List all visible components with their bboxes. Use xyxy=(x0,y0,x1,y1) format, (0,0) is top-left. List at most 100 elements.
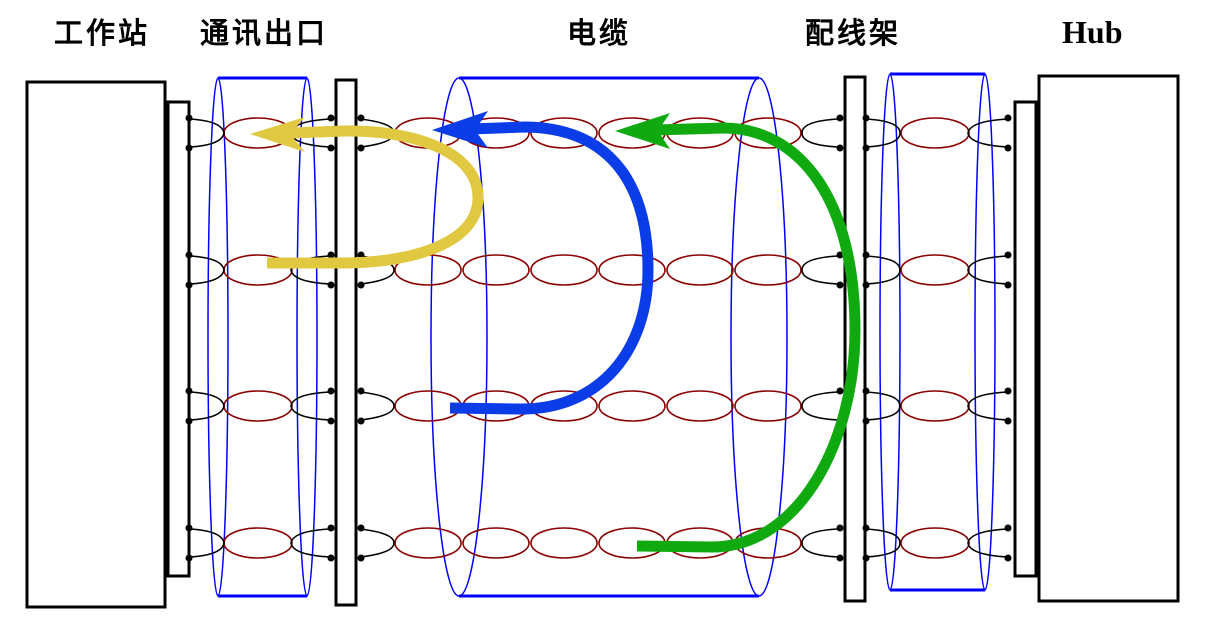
yellow-loopback-arrow-shaft xyxy=(267,125,484,269)
panel-cable-lead xyxy=(801,255,839,285)
terminal-dot xyxy=(862,251,870,259)
outlet-left-lead xyxy=(189,118,225,148)
terminal-dot xyxy=(862,387,870,395)
terminal-dot xyxy=(357,114,365,122)
outlet-cable-lead xyxy=(359,391,395,421)
panel-twisted-pair-loop xyxy=(900,527,970,559)
wire-layer xyxy=(189,117,1009,559)
cable-twisted-pair-loop xyxy=(530,527,598,559)
panel-twisted-pair-loop xyxy=(900,390,970,422)
terminal-dot xyxy=(1004,554,1012,562)
outlet-left-lead xyxy=(189,391,225,421)
outlet-panel xyxy=(334,78,358,607)
label-cable: 电缆 xyxy=(567,16,632,50)
outlet-cable-lead xyxy=(359,528,395,558)
terminal-dot xyxy=(185,387,193,395)
terminal-dot xyxy=(327,144,335,152)
box-layer xyxy=(25,74,1180,609)
terminal-dot xyxy=(836,144,844,152)
label-patch-panel: 配线架 xyxy=(805,16,902,50)
cable-twisted-pair-loop xyxy=(666,254,734,286)
outlet-twisted-pair-loop xyxy=(223,527,293,559)
panel-twisted-pair-loop xyxy=(900,254,970,286)
arrow-layer xyxy=(250,111,861,553)
panel-cable-lead xyxy=(801,528,839,558)
hub-box xyxy=(1037,74,1180,603)
panel-left-lead xyxy=(865,255,901,285)
panel-shield-right-ring xyxy=(974,73,996,591)
outlet-right-lead xyxy=(290,528,331,558)
terminal-dot xyxy=(1004,417,1012,425)
blue-loopback-arrow-shaft xyxy=(449,121,654,415)
terminal-dot xyxy=(185,114,193,122)
patch-panel-right-strip xyxy=(1013,100,1038,578)
terminal-dot xyxy=(836,281,844,289)
cable-twisted-pair-loop xyxy=(394,527,462,559)
green-loopback-arrow-shaft xyxy=(636,122,861,553)
panel-left-lead xyxy=(865,118,901,148)
yellow-loopback-arrow-head xyxy=(250,117,305,152)
terminal-dot xyxy=(862,524,870,532)
panel-left-lead xyxy=(865,528,901,558)
cable-twisted-pair-loop xyxy=(666,390,734,422)
workstation-box xyxy=(25,80,167,609)
outlet-twisted-pair-loop xyxy=(223,390,293,422)
terminal-dot xyxy=(1004,144,1012,152)
terminal-dot xyxy=(327,281,335,289)
panel-twisted-pair-loop xyxy=(900,117,970,149)
terminal-dot xyxy=(357,387,365,395)
terminal-dot xyxy=(185,524,193,532)
terminal-dot xyxy=(862,281,870,289)
terminal-dot xyxy=(862,114,870,122)
terminal-layer xyxy=(185,114,1012,562)
terminal-dot xyxy=(836,554,844,562)
outlet-right-lead xyxy=(290,391,331,421)
terminal-dot xyxy=(862,417,870,425)
terminal-dot xyxy=(357,281,365,289)
blue-loopback-arrow-head xyxy=(432,111,488,148)
terminal-dot xyxy=(1004,114,1012,122)
panel-right-lead xyxy=(967,255,1009,285)
outlet-left-lead xyxy=(189,255,225,285)
terminal-dot xyxy=(357,417,365,425)
terminal-dot xyxy=(327,417,335,425)
cable-twisted-pair-loop xyxy=(462,527,530,559)
green-loopback-arrow-head xyxy=(615,113,670,149)
terminal-dot xyxy=(862,144,870,152)
panel-left-lead xyxy=(865,391,901,421)
terminal-dot xyxy=(836,251,844,259)
outlet-left-lead xyxy=(189,528,225,558)
cable-twisted-pair-loop xyxy=(734,254,802,286)
cable-twisted-pair-loop xyxy=(530,117,598,149)
terminal-dot xyxy=(836,387,844,395)
panel-shield-left-ring xyxy=(879,73,901,591)
cable-twisted-pair-loop xyxy=(734,390,802,422)
terminal-dot xyxy=(836,524,844,532)
terminal-dot xyxy=(357,144,365,152)
terminal-dot xyxy=(327,524,335,532)
terminal-dot xyxy=(862,554,870,562)
terminal-dot xyxy=(185,417,193,425)
terminal-dot xyxy=(185,281,193,289)
label-hub: Hub xyxy=(1062,14,1123,50)
panel-right-lead xyxy=(967,118,1009,148)
outlet-shield-right-ring xyxy=(296,77,318,597)
terminal-dot xyxy=(327,251,335,259)
cable-twisted-pair-loop xyxy=(598,390,666,422)
label-outlet: 通讯出口 xyxy=(200,16,329,50)
terminal-dot xyxy=(1004,524,1012,532)
terminal-dot xyxy=(836,114,844,122)
terminal-dot xyxy=(327,554,335,562)
cable-twisted-pair-loop xyxy=(462,254,530,286)
terminal-dot xyxy=(185,554,193,562)
shield-layer xyxy=(207,72,996,598)
workstation-port-strip xyxy=(166,100,191,578)
terminal-dot xyxy=(327,114,335,122)
terminal-dot xyxy=(1004,281,1012,289)
label-workstation: 工作站 xyxy=(54,16,151,50)
terminal-dot xyxy=(357,524,365,532)
cable-twisted-pair-loop xyxy=(530,254,598,286)
cable-twisted-pair-loop xyxy=(598,254,666,286)
